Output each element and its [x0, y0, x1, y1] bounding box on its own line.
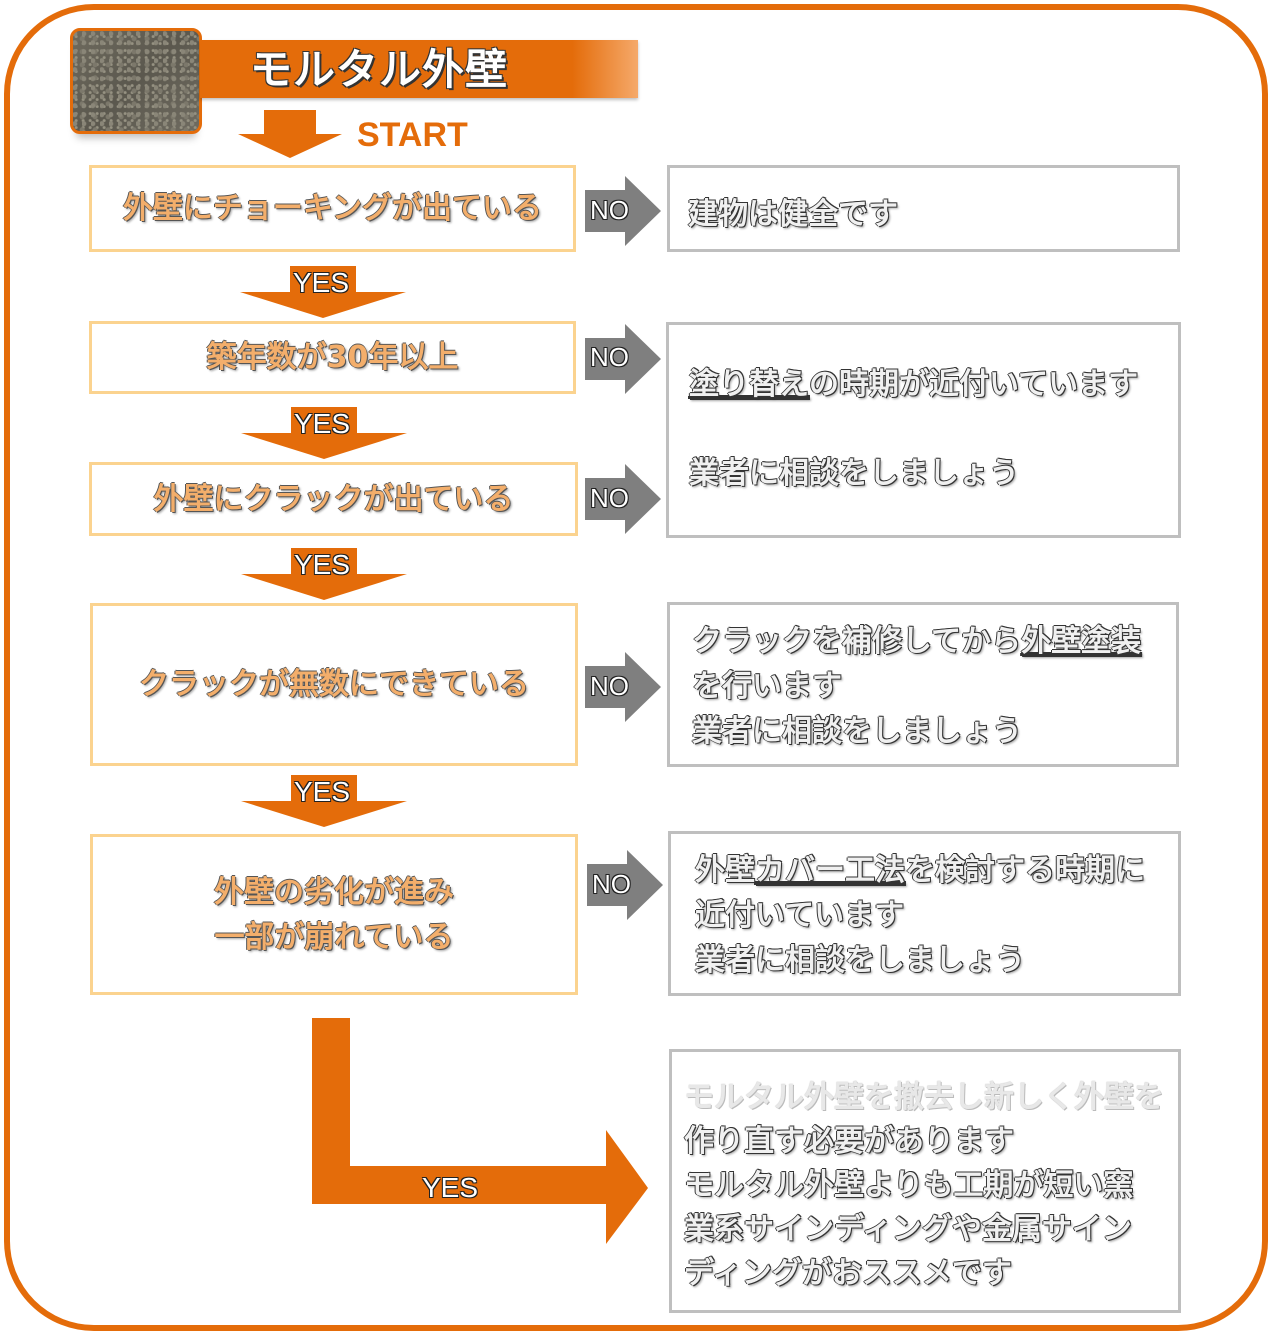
no-label-4: NO	[590, 671, 629, 701]
answer-cover-method-line3: 業者に相談をしましょう	[695, 943, 1025, 978]
yes-label-2: YES	[294, 408, 351, 439]
answer-rebuild-line1: モルタル外壁を撤去し新しく外壁を	[684, 1080, 1164, 1115]
yes-label-3: YES	[294, 549, 351, 580]
question-age: 築年数が30年以上	[89, 321, 576, 394]
question-deterioration-line1: 外壁の劣化が進み	[214, 874, 454, 910]
no-label-5: NO	[592, 869, 631, 899]
answer-repaint-line1-rest: の時期が近付いています	[809, 367, 1139, 402]
question-crack-text: 外壁にクラックが出ている	[153, 481, 514, 517]
yes-arrow-1	[240, 266, 406, 318]
answer-rebuild: モルタル外壁を撤去し新しく外壁を 作り直す必要があります モルタル外壁よりも工期…	[669, 1049, 1181, 1313]
answer-cover-method-line2: 近付いています	[695, 898, 905, 933]
answer-crack-repair-line1-pre: クラックを補修してから	[692, 624, 1022, 659]
no-label-3: NO	[590, 483, 629, 513]
question-deterioration: 外壁の劣化が進み 一部が崩れている	[90, 834, 578, 995]
yes-label-1: YES	[293, 267, 350, 298]
answer-crack-repair-line3: 業者に相談をしましょう	[692, 714, 1022, 749]
answer-cover-method-line1: 外壁カバー工法を検討する時期に	[695, 848, 1178, 893]
answer-repaint-line1: 塗り替えの時期が近付いています	[689, 365, 1178, 404]
start-arrow	[238, 110, 342, 158]
answer-cover-method: 外壁カバー工法を検討する時期に 近付いています 業者に相談をしましょう	[668, 831, 1181, 996]
answer-cover-method-line1-pre: 外壁	[695, 853, 755, 888]
answer-rebuild-line3: モルタル外壁よりも工期が短い窯	[684, 1168, 1134, 1204]
answer-cover-method-line1-post: を検討する時期に	[905, 853, 1145, 888]
question-chalking-text: 外壁にチョーキングが出ている	[122, 191, 543, 226]
no-label-2: NO	[590, 342, 629, 372]
no-arrow-3	[585, 464, 661, 534]
answer-rebuild-line2: 作り直す必要があります	[684, 1124, 1014, 1160]
answer-repaint-line2: 業者に相談をしましょう	[689, 456, 1019, 491]
no-label-1: NO	[590, 195, 629, 225]
answer-healthy-text: 建物は健全です	[688, 197, 898, 232]
yes-arrow-2	[241, 407, 407, 459]
answer-rebuild-line4: 業系サインディングや金属サイン	[684, 1212, 1132, 1248]
final-yes-arrow	[312, 1018, 648, 1244]
answer-rebuild-line5: ディングがおススメです	[684, 1256, 1012, 1292]
question-chalking: 外壁にチョーキングが出ている	[89, 165, 576, 252]
answer-crack-repair-line1: クラックを補修してから外壁塗装	[692, 619, 1176, 664]
no-arrow-4	[585, 652, 661, 722]
question-many-cracks: クラックが無数にできている	[90, 603, 578, 766]
answer-healthy: 建物は健全です	[667, 165, 1180, 252]
yes-arrow-4	[241, 775, 407, 827]
exterior-painting-term: 外壁塗装	[1021, 624, 1142, 659]
repaint-term: 塗り替え	[689, 367, 809, 402]
answer-crack-repair-line2: を行います	[692, 669, 842, 704]
outer-frame	[4, 4, 1268, 1331]
answer-repaint-time: 塗り替えの時期が近付いています 業者に相談をしましょう	[666, 322, 1181, 538]
page-title: モルタル外壁	[250, 45, 509, 94]
final-yes-label: YES	[422, 1172, 479, 1203]
mortar-texture-image	[70, 28, 202, 134]
yes-label-4: YES	[294, 776, 351, 807]
question-many-cracks-text: クラックが無数にできている	[139, 667, 529, 702]
answer-crack-repair: クラックを補修してから外壁塗装 を行います 業者に相談をしましょう	[667, 602, 1179, 767]
question-age-text: 築年数が30年以上	[206, 340, 459, 375]
no-arrow-1	[585, 176, 661, 246]
no-arrow-2	[585, 324, 661, 394]
no-arrow-5	[587, 850, 663, 920]
yes-arrow-3	[241, 548, 407, 600]
question-deterioration-line2: 一部が崩れている	[214, 919, 454, 955]
cover-method-term: カバー工法	[755, 853, 905, 888]
title-banner	[200, 40, 638, 98]
question-crack: 外壁にクラックが出ている	[89, 462, 578, 536]
start-label: START	[357, 116, 468, 154]
